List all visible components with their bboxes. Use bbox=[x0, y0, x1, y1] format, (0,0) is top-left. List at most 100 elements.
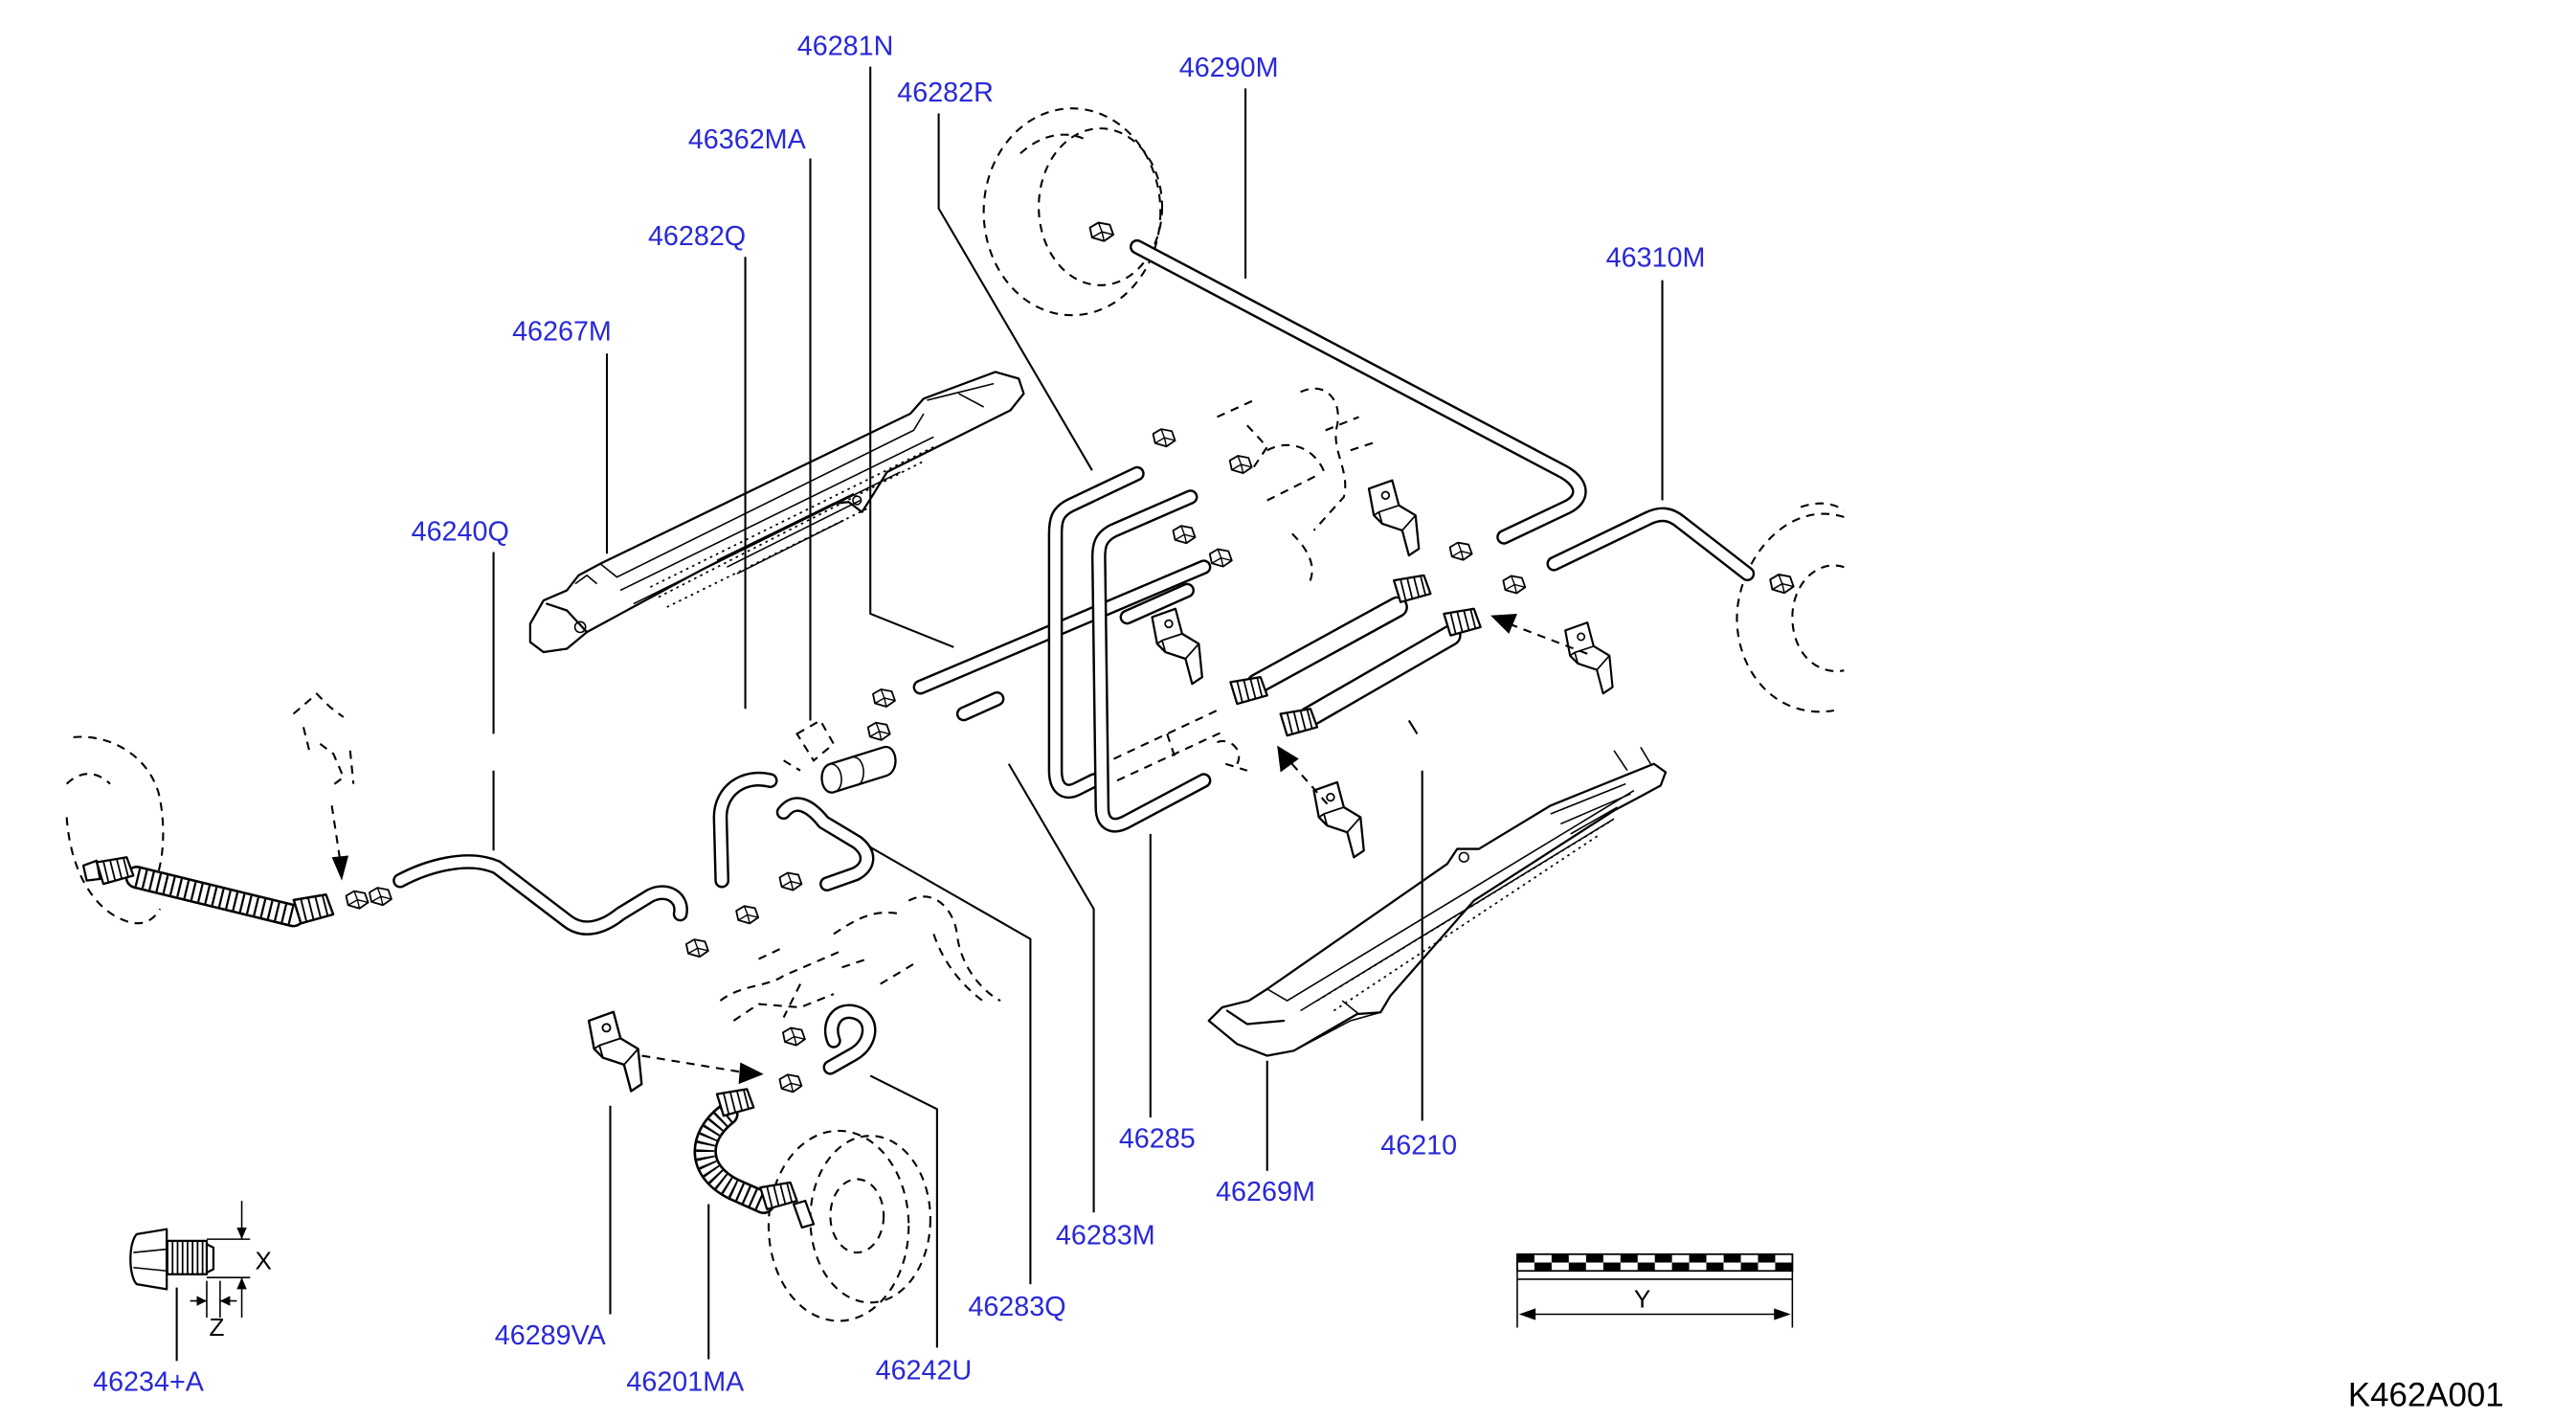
upper-tube-shield-stroke bbox=[599, 413, 925, 578]
diagram-code: K462A001 bbox=[2348, 1376, 2504, 1413]
flare-nut-detail-stroke bbox=[236, 1277, 247, 1290]
callout-46290m: 46290M bbox=[1179, 53, 1279, 83]
scale-bar-stroke bbox=[1723, 1253, 1741, 1263]
wheel-front-right-phantom bbox=[982, 107, 1164, 317]
brake-hose-46201ma bbox=[706, 1088, 816, 1229]
callout-46283q: 46283Q bbox=[968, 1292, 1065, 1322]
lower-tube-shield-stroke bbox=[1266, 789, 1635, 1002]
brake-tube-46282q bbox=[720, 779, 770, 881]
assembly-arrows-stroke bbox=[738, 1062, 764, 1085]
leader-lines-stroke bbox=[1407, 719, 1423, 1121]
phantom-rear-caliper bbox=[1113, 387, 1377, 782]
hose-brackets-stroke bbox=[1151, 607, 1203, 686]
scale-bar-stroke bbox=[1518, 1308, 1536, 1320]
hose-brackets-stroke bbox=[1312, 780, 1365, 859]
brake-tube-46283q bbox=[784, 804, 867, 884]
lower-tube-shield-stroke bbox=[1293, 1000, 1381, 1052]
flare-nuts-stroke bbox=[1208, 548, 1233, 568]
brake-tube-46290m-stroke bbox=[1137, 247, 1579, 537]
wheel-front-right-phantom-stroke bbox=[1019, 133, 1088, 155]
callout-46267m: 46267M bbox=[512, 316, 612, 347]
flare-nuts-stroke bbox=[1172, 525, 1197, 545]
brake-hose-46210-a bbox=[1229, 574, 1432, 706]
flare-nuts-stroke bbox=[684, 938, 709, 959]
scale-bar-stroke bbox=[1602, 1262, 1621, 1272]
upper-tube-shield-stroke bbox=[852, 495, 862, 506]
upper-tube-shield-stroke bbox=[716, 492, 862, 575]
brake-hose-46210-a-stroke bbox=[1229, 675, 1268, 706]
brake-hose-46201ma-stroke bbox=[792, 1199, 816, 1229]
assembly-arrows-stroke bbox=[331, 855, 349, 881]
phantom-rear-caliper-stroke bbox=[1113, 708, 1248, 782]
callout-46234a: 46234+A bbox=[93, 1367, 205, 1398]
scale-bar-stroke bbox=[1516, 1253, 1534, 1263]
scale-bar: Y bbox=[1516, 1252, 1794, 1328]
upper-tube-shield-stroke bbox=[528, 371, 1025, 654]
lower-tube-shield bbox=[1207, 746, 1668, 1057]
wheel-rear-left-phantom-stroke bbox=[809, 1135, 931, 1304]
upper-tube-shield-stroke bbox=[633, 471, 901, 605]
scale-bar-stroke bbox=[1740, 1262, 1758, 1272]
phantom-rear-caliper-stroke bbox=[1217, 387, 1347, 531]
callout-46240q: 46240Q bbox=[412, 516, 509, 547]
brake-tube-46242u-stroke bbox=[830, 1011, 868, 1067]
flare-nut-detail-stroke bbox=[133, 1248, 168, 1273]
brake-hose-46201ma-stroke bbox=[715, 1088, 755, 1117]
leader-lines-stroke bbox=[937, 113, 1093, 471]
brake-hose-46201ma-stroke bbox=[759, 1181, 798, 1210]
callout-labels: 46281N 46282R 46290M 46362MA 46282Q 4631… bbox=[93, 31, 1705, 1397]
flare-nuts-stroke bbox=[778, 871, 803, 891]
assembly-arrows-stroke bbox=[1289, 761, 1329, 805]
assembly-arrows-stroke bbox=[1277, 745, 1299, 773]
leader-lines bbox=[175, 66, 1664, 1362]
brake-tube-46283m bbox=[964, 699, 997, 714]
callout-46242u: 46242U bbox=[876, 1355, 973, 1386]
scale-bar-stroke bbox=[1706, 1262, 1724, 1272]
flare-nuts-stroke bbox=[735, 905, 760, 925]
callout-46281n: 46281N bbox=[797, 31, 894, 61]
callout-46282r: 46282R bbox=[897, 78, 994, 108]
wheel-front-left-phantom-stroke bbox=[73, 735, 165, 885]
dimension-x-label: X bbox=[255, 1246, 271, 1274]
assembly-arrows-stroke bbox=[641, 1054, 744, 1073]
lower-tube-shield-stroke bbox=[1225, 1009, 1286, 1026]
brake-hose-front-left-stroke bbox=[81, 859, 101, 882]
flare-nuts-stroke bbox=[866, 721, 891, 741]
wheel-front-left-phantom-stroke bbox=[65, 773, 111, 785]
upper-tube-shield bbox=[528, 371, 1025, 654]
callout-46310m: 46310M bbox=[1606, 243, 1706, 274]
callout-46201ma: 46201MA bbox=[626, 1367, 745, 1398]
scale-bar-stroke bbox=[1671, 1262, 1690, 1272]
lower-tube-shield-stroke bbox=[1550, 782, 1631, 835]
wheel-rear-left-phantom-stroke bbox=[829, 1178, 885, 1254]
flare-nut-detail-stroke bbox=[236, 1227, 247, 1240]
wheel-front-right-phantom-stroke bbox=[982, 107, 1162, 317]
leader-lines-stroke bbox=[869, 66, 954, 648]
scale-bar-stroke bbox=[1516, 1253, 1794, 1328]
flare-nuts-stroke bbox=[1502, 575, 1527, 595]
flare-nut-detail-stroke bbox=[196, 1296, 207, 1306]
flare-nuts-stroke bbox=[1448, 541, 1473, 561]
assembly-arrows bbox=[330, 613, 1588, 1085]
flare-nuts-stroke bbox=[369, 887, 392, 907]
scale-bar-stroke bbox=[1774, 1308, 1791, 1320]
scale-bar-stroke bbox=[1585, 1253, 1603, 1263]
brake-tube-46242u bbox=[830, 1011, 868, 1067]
flare-nut-detail-stroke bbox=[206, 1280, 221, 1318]
wheel-rear-left-phantom-stroke bbox=[767, 1129, 910, 1322]
lower-tube-shield-stroke bbox=[1458, 851, 1469, 863]
brake-tube-46290m bbox=[1137, 247, 1579, 537]
flare-nut-detail-stroke bbox=[219, 1296, 231, 1306]
flare-nut-detail: X Z bbox=[129, 1201, 272, 1342]
wheel-rear-right-phantom-stroke bbox=[1736, 512, 1845, 713]
scale-bar-stroke bbox=[1775, 1262, 1793, 1272]
scale-bar-stroke bbox=[1689, 1253, 1707, 1263]
flare-nuts-stroke bbox=[782, 1026, 806, 1047]
phantom-front-left-caliper-stroke bbox=[833, 895, 1001, 1002]
scale-bar-stroke bbox=[1551, 1253, 1569, 1263]
tube-connector-block-stroke bbox=[830, 756, 864, 794]
hose-brackets-stroke bbox=[1367, 479, 1421, 557]
phantom-front-left-caliper-stroke bbox=[719, 949, 842, 1022]
scale-bar-stroke bbox=[1534, 1262, 1552, 1272]
